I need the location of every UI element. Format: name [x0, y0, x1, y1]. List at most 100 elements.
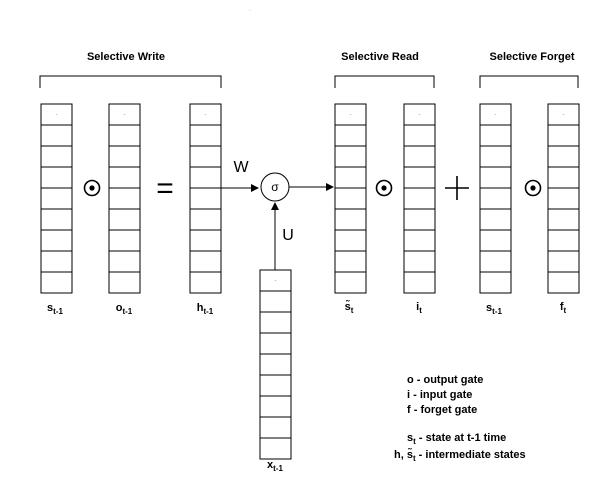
- vector-x-prev: -: [259, 269, 292, 460]
- vector-cell: [479, 166, 512, 189]
- vector-cell: [189, 166, 222, 189]
- cell-mark: -: [56, 112, 58, 118]
- vector-label-o-prev: ot-1: [116, 302, 133, 316]
- vector-label-s-tilde: s̃t: [345, 300, 354, 315]
- vector-cell: [403, 145, 436, 168]
- cell-mark: -: [563, 112, 565, 118]
- vector-cell: [403, 271, 436, 294]
- vector-cell: [479, 145, 512, 168]
- vector-cell: [40, 124, 73, 147]
- vector-cell: [479, 229, 512, 252]
- vector-cell: [334, 208, 367, 231]
- vector-cell: [403, 250, 436, 273]
- vector-s-prev-2: -: [479, 103, 512, 294]
- vector-cell: [547, 229, 580, 252]
- vector-label-f-t: ft: [560, 301, 567, 315]
- plus-operator: [445, 176, 469, 200]
- vector-group: - - - - - - - -: [40, 103, 580, 460]
- sigma-symbol: σ: [271, 180, 279, 194]
- bracket-selective-write: [39, 75, 222, 88]
- weight-U-label: U: [282, 227, 294, 244]
- hadamard-operator-1: [83, 179, 101, 197]
- bracket-selective-forget: [479, 75, 579, 88]
- vector-s-tilde: -: [334, 103, 367, 294]
- vector-label-x-prev: xt-1: [267, 459, 283, 473]
- vector-cell: [189, 187, 222, 210]
- vector-cell: [334, 271, 367, 294]
- cell-mark: -: [124, 112, 126, 118]
- vector-cell: [403, 208, 436, 231]
- vector-cell: [189, 208, 222, 231]
- vector-cell: [40, 271, 73, 294]
- vector-cell: [259, 290, 292, 313]
- vector-i-t: -: [403, 103, 436, 294]
- vector-cell: [40, 250, 73, 273]
- vector-cell: [40, 229, 73, 252]
- vector-h-prev: -: [189, 103, 222, 294]
- vector-s-prev: -: [40, 103, 73, 294]
- vector-cell: [108, 124, 141, 147]
- vector-o-prev: -: [108, 103, 141, 294]
- top-mark: ·: [249, 8, 251, 14]
- cell-mark: -: [205, 112, 207, 118]
- vector-cell: [108, 187, 141, 210]
- cell-mark: -: [495, 112, 497, 118]
- vector-cell: [108, 166, 141, 189]
- vector-label-h-prev: ht-1: [197, 302, 214, 316]
- vector-cell: [403, 187, 436, 210]
- vector-cell: [479, 208, 512, 231]
- legend-intermediate-states: h, s̃t - intermediate states: [394, 448, 526, 463]
- vector-cell: [189, 124, 222, 147]
- vector-cell: [259, 395, 292, 418]
- vector-cell: [40, 166, 73, 189]
- vector-cell: [403, 229, 436, 252]
- vector-cell: [547, 271, 580, 294]
- vector-cell: [479, 124, 512, 147]
- vector-cell: [259, 374, 292, 397]
- vector-cell: [547, 187, 580, 210]
- vector-cell: [40, 187, 73, 210]
- vector-cell: [108, 250, 141, 273]
- vector-cell: [334, 124, 367, 147]
- vector-cell: [108, 271, 141, 294]
- vector-cell: [334, 229, 367, 252]
- equals-operator: =: [156, 172, 174, 205]
- header-selective-write: Selective Write: [87, 51, 165, 63]
- vector-cell: [479, 187, 512, 210]
- vector-cell: [259, 332, 292, 355]
- vector-cell: [403, 166, 436, 189]
- vector-cell: [108, 145, 141, 168]
- cell-mark: -: [419, 112, 421, 118]
- hadamard-operator-3: [524, 179, 542, 197]
- bracket-selective-read: [334, 75, 435, 88]
- legend-input-gate: i - input gate: [407, 389, 472, 401]
- vector-cell: [40, 145, 73, 168]
- vector-label-s-prev: st-1: [47, 302, 63, 316]
- vector-cell: [547, 250, 580, 273]
- vector-cell: [334, 166, 367, 189]
- vector-cell: [547, 208, 580, 231]
- weight-W-label: W: [233, 159, 249, 176]
- vector-cell: [259, 353, 292, 376]
- vector-cell: [547, 124, 580, 147]
- vector-cell: [189, 250, 222, 273]
- vector-cell: [189, 145, 222, 168]
- cell-mark: -: [275, 278, 277, 284]
- legend-output-gate: o - output gate: [407, 374, 483, 386]
- vector-cell: [108, 208, 141, 231]
- vector-f-t: -: [547, 103, 580, 294]
- vector-cell: [40, 208, 73, 231]
- vector-cell: [479, 250, 512, 273]
- vector-cell: [479, 271, 512, 294]
- header-selective-forget: Selective Forget: [490, 51, 575, 63]
- cell-mark: -: [350, 112, 352, 118]
- legend: o - output gate i - input gate f - forge…: [394, 374, 526, 463]
- vector-cell: [189, 229, 222, 252]
- vector-label-s-prev-2: st-1: [486, 302, 502, 316]
- vector-cell: [547, 166, 580, 189]
- vector-cell: [403, 124, 436, 147]
- vector-cell: [108, 229, 141, 252]
- vector-cell: [334, 187, 367, 210]
